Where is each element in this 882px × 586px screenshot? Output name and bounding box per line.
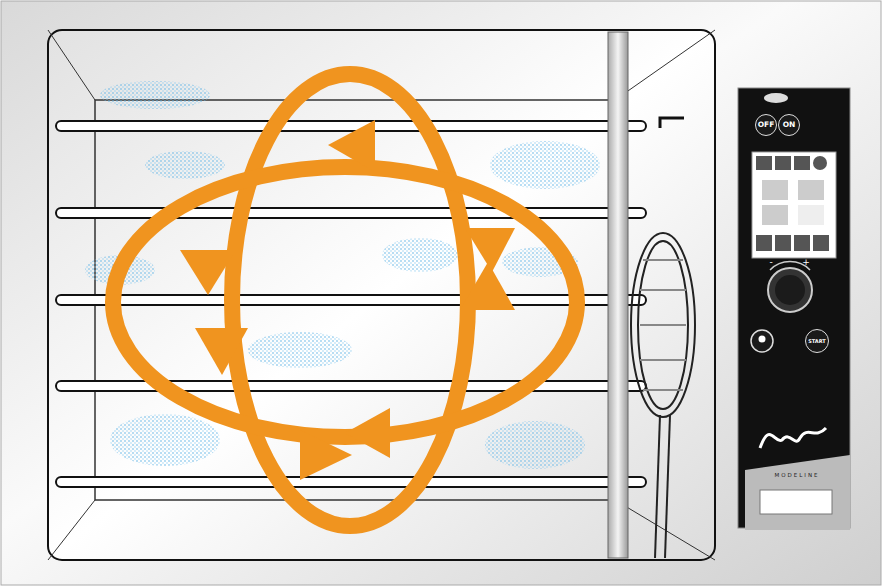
button-label: OFF — [758, 121, 775, 129]
button-label: ON — [783, 121, 796, 129]
start-button: START — [805, 329, 829, 353]
knob-plus: + — [802, 258, 810, 267]
off-button: OFF — [755, 114, 777, 136]
knob-minus: - — [769, 258, 772, 267]
button-label: START — [808, 339, 826, 344]
on-button: ON — [778, 114, 800, 136]
brand-name: MODELINE — [774, 473, 819, 479]
